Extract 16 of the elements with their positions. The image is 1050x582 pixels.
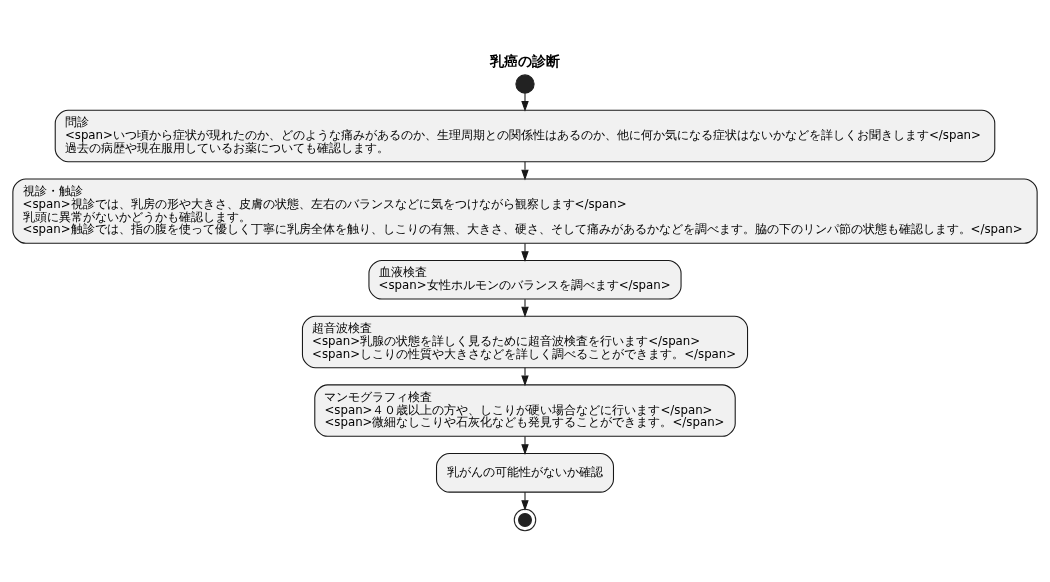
node-box: 超音波検査 <span>乳腺の状態を詳しく見るために超音波検査を行います</span> <span>しこりの性質や大きさなどを詳しく調べることができます。</span> [301,315,749,369]
arrow [521,298,529,318]
arrow [521,242,529,262]
node-box: 血液検査 <span>女性ホルモンのバランスを調べます</span> [368,259,682,300]
node-circle [515,74,535,94]
diagram-title: 乳癌の診断 [490,52,561,69]
node-box: 視診・触診 <span>視診では、乳房の形や大きさ、皮膚の状態、左右のバランスなどに気をつけながら観察します</span> 乳頭に異常がないかどうかも確認します。 <span>触診では、指の腹を使って優しく丁寧に乳房全体を触り、しこりの有無、大きさ、硬さ、そして痛みがあるかなどを調べます。脇の下のリンパ節の状態も確認します。</span> [12,178,1038,244]
arrow [521,367,529,387]
node-box: 問診 <span>いつ頃から症状が現れたのか、どのような痛みがあるのか、生理周期との関係性はあるのか、他に何か気になる症状はないかなどを詳しくお聞きします</span> 過去の病歴や現在服用しているお薬についても確認します。 [54,109,996,163]
arrow [521,491,529,511]
node-box: 乳がんの可能性がないか確認 [436,452,614,493]
node-box: マンモグラフィ検査 <span>４０歳以上の方や、しこりが硬い場合などに行います</span> <span>微細なしこりや石灰化なども発見することができます。</span> [314,384,736,437]
arrow [521,92,529,112]
node-circle [513,508,537,532]
arrow [521,435,529,456]
arrow [521,161,529,181]
